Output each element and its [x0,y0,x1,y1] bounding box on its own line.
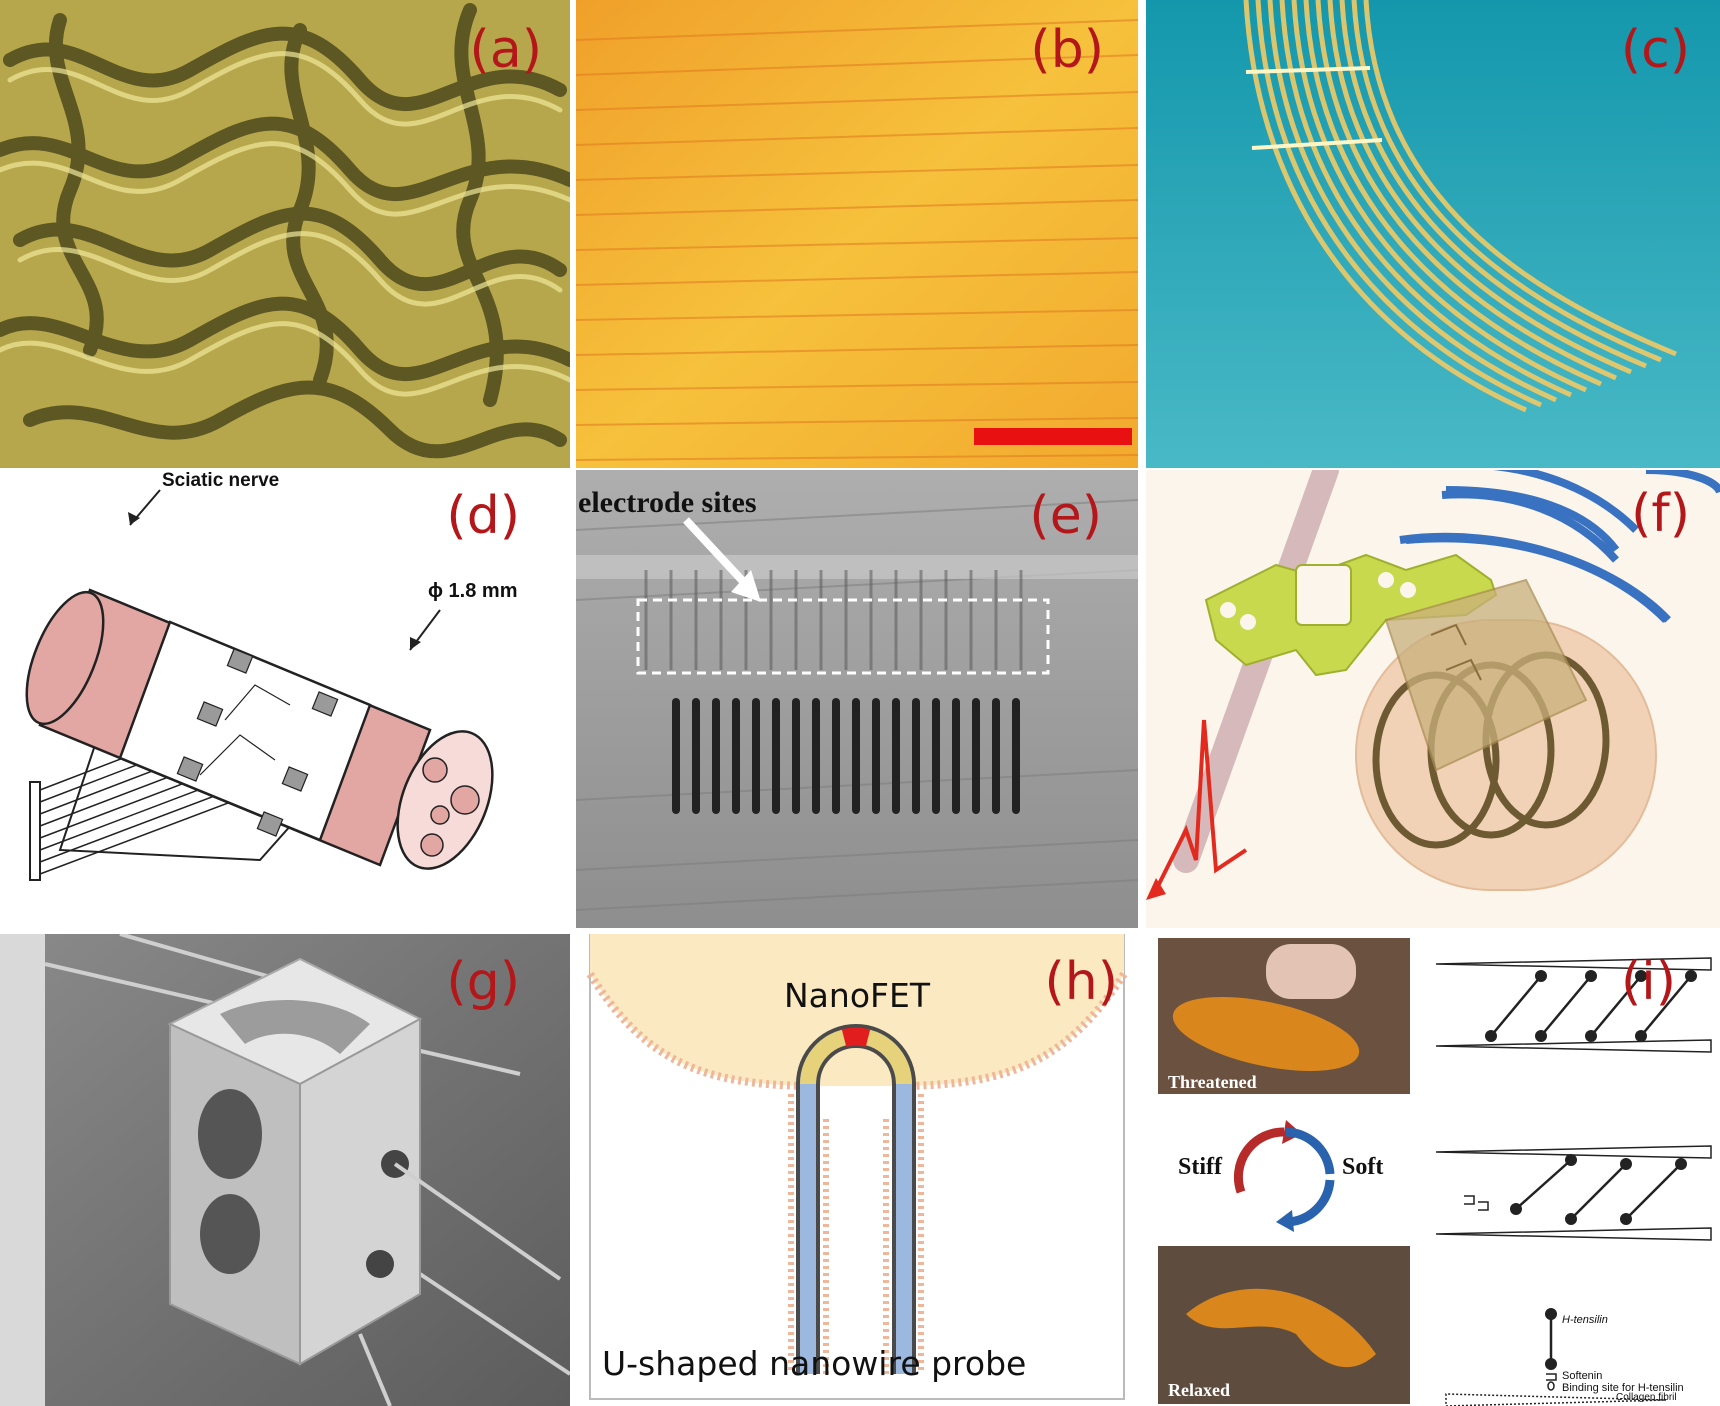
relaxed-label: Relaxed [1168,1380,1230,1400]
flexible-ribbon-image [1146,0,1720,468]
panel-f-wireless-implant-illustration: (f) [1146,470,1720,928]
legend-collagen: Collagen fibril [1616,1392,1677,1403]
panel-b-fiber-texture: (b) [576,0,1138,468]
wireless-implant-drawing [1146,470,1720,900]
legend-binding-site: Binding site for H-tensilin [1562,1382,1684,1394]
panel-c-label: (c) [1620,20,1690,80]
electrode-photo [576,470,1138,928]
panel-a-coral-texture: (a) [0,0,570,468]
panel-h-label: (h) [1044,952,1118,1012]
panel-g-sem-micrograph: (g) [0,934,570,1406]
panel-e-label: (e) [1029,486,1102,546]
panel-c-flexible-ribbon: (c) [1146,0,1720,468]
nanofet-label: NanoFET [784,976,931,1015]
panel-i-sea-cucumber: Threatened Relaxed Stiff Soft H-tensilin… [1146,934,1720,1406]
panel-f-label: (f) [1631,484,1690,544]
nerve-label: Sciatic nerve [162,470,280,491]
fiber-texture-image [576,0,1138,468]
panel-e-electrode-photo: electrode sites (e) [576,470,1138,928]
diameter-label: ϕ 1.8 mm [428,580,518,602]
threatened-label: Threatened [1168,1072,1257,1092]
soft-label: Soft [1342,1154,1384,1180]
panel-d-label: (d) [446,486,520,546]
nanowire-probe-drawing [586,934,1128,1400]
panel-d-nerve-cuff-diagram: Sciatic nerve ϕ 1.8 mm (d) [0,470,570,928]
stiff-label: Stiff [1178,1154,1222,1180]
electrode-sites-label: electrode sites [578,486,757,519]
panel-i-label: (i) [1620,952,1676,1012]
panel-b-label: (b) [1030,20,1104,80]
scale-bar [974,428,1132,445]
panel-g-label: (g) [446,952,520,1012]
probe-caption: U-shaped nanowire probe [602,1344,1027,1383]
panel-h-nanowire-probe: NanoFET U-shaped nanowire probe (h) [576,934,1138,1406]
sem-micrograph-image [0,934,570,1406]
coral-texture-image [0,0,570,468]
sea-cucumber-figure [1158,938,1712,1406]
panel-a-label: (a) [469,20,542,80]
nerve-cuff-drawing [25,489,494,881]
legend-softenin: Softenin [1562,1370,1603,1382]
legend-tensilin: H-tensilin [1562,1314,1608,1326]
